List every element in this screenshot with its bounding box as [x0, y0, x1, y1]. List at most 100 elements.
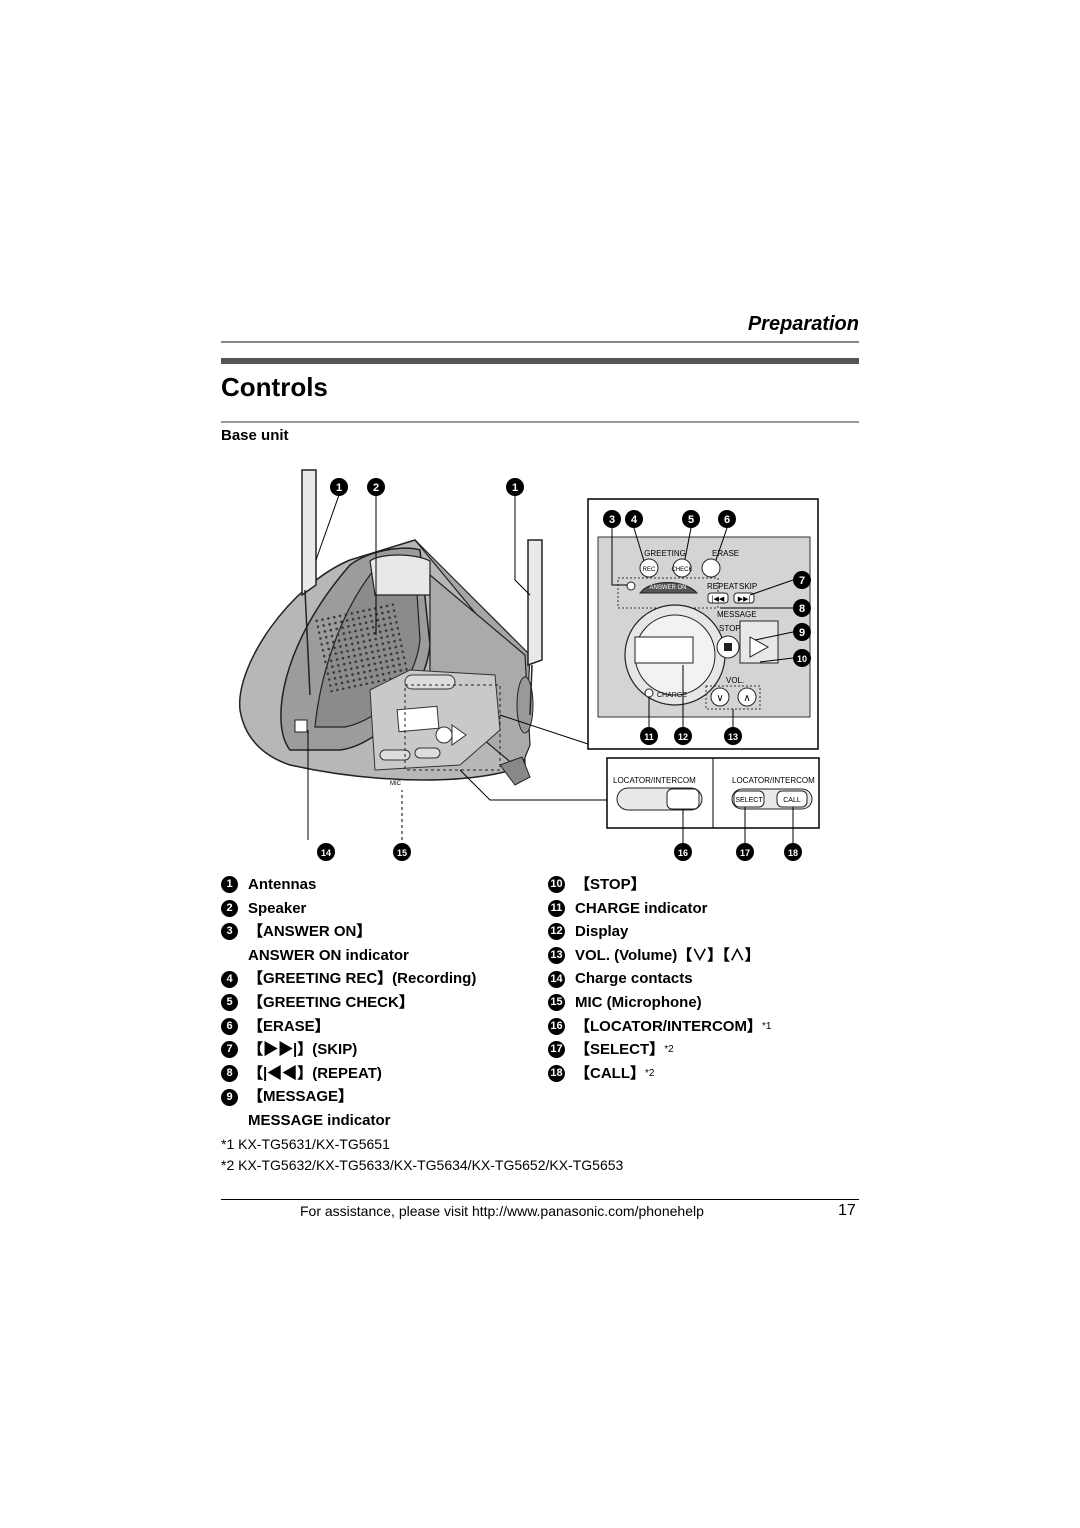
legend-item-greeting-rec: 4【GREETING REC】(Recording) [221, 967, 476, 991]
callout-4: 4 [625, 510, 643, 528]
svg-text:1: 1 [336, 482, 342, 494]
legend-item-select: 17【SELECT】*2 [548, 1038, 771, 1062]
display [634, 636, 694, 664]
svg-text:3: 3 [609, 514, 615, 526]
header-rule [221, 341, 859, 343]
callout-2: 2 [367, 478, 385, 496]
svg-text:11: 11 [644, 732, 654, 742]
section-header: Preparation [747, 313, 859, 335]
svg-text:8: 8 [799, 603, 805, 615]
vol-down-button [710, 687, 730, 707]
svg-text:16: 16 [678, 848, 688, 858]
assistance-text: For assistance, please visit http://www.… [300, 1203, 704, 1219]
callout-13: 13 [724, 727, 742, 745]
svg-text:|◀◀: |◀◀ [712, 596, 725, 603]
svg-text:∧: ∧ [743, 693, 750, 704]
phone-base-illustration [239, 539, 534, 786]
svg-text:17: 17 [740, 848, 750, 858]
footer-rule [221, 1199, 859, 1200]
callout-16: 16 [674, 843, 692, 861]
legend-item-answer-on-indicator: ANSWER ON indicator [248, 946, 409, 964]
svg-text:6: 6 [724, 514, 730, 526]
repeat-label: REPEAT [707, 582, 739, 591]
svg-text:5: 5 [688, 514, 694, 526]
svg-text:7: 7 [799, 575, 805, 587]
stop-label: STOP [719, 624, 741, 633]
legend-item-message-indicator: MESSAGE indicator [248, 1111, 391, 1129]
callout-6: 6 [718, 510, 736, 528]
callout-11: 11 [640, 727, 658, 745]
page-number: 17 [838, 1202, 856, 1219]
control-panel-inset: GREETING REC CHECK ERASE ANSWER ON REPEA… [587, 498, 819, 750]
answer-on-button [639, 582, 699, 594]
antennas [301, 469, 543, 716]
leader-lines [307, 494, 607, 840]
answer-on-label: ANSWER ON [649, 585, 686, 591]
message-label: MESSAGE [717, 610, 757, 619]
legend-item-locator-intercom: 16【LOCATOR/INTERCOM】*1 [548, 1015, 771, 1039]
erase-label: ERASE [712, 549, 739, 558]
callout-5: 5 [682, 510, 700, 528]
legend-item-repeat: 8【|◀◀】(REPEAT) [221, 1062, 476, 1086]
footnote-2: *2 KX-TG5632/KX-TG5633/KX-TG5634/KX-TG56… [221, 1157, 624, 1173]
message-button [749, 636, 770, 658]
callout-12: 12 [674, 727, 692, 745]
svg-text:9: 9 [799, 627, 805, 639]
charge-label: CHARGE [657, 692, 687, 699]
footnote-1: *1 KX-TG5631/KX-TG5651 [221, 1136, 390, 1152]
legend-item-message: 9【MESSAGE】 [221, 1085, 476, 1109]
callout-18: 18 [784, 843, 802, 861]
footnotes: *1 KX-TG5631/KX-TG5651 *2 KX-TG5632/KX-T… [221, 1134, 623, 1176]
svg-text:12: 12 [678, 732, 688, 742]
locator-intercom-inset: LOCATOR/INTERCOM LOCATOR/INTERCOM SELECT… [606, 757, 820, 843]
callout-8: 8 [793, 599, 811, 617]
vol-up-button [737, 687, 757, 707]
callout-1a: 1 [330, 478, 348, 496]
call-label: CALL [783, 797, 801, 804]
skip-label: SKIP [739, 582, 757, 591]
title-underline [221, 421, 859, 423]
legend-item-answer-on: 3【ANSWER ON】 [221, 920, 476, 944]
svg-text:15: 15 [397, 848, 407, 858]
callout-17: 17 [736, 843, 754, 861]
callout-numbers: 1 2 1 3 4 5 6 7 8 9 10 11 12 13 14 15 16… [317, 478, 811, 861]
legend-item-erase: 6【ERASE】 [221, 1015, 476, 1039]
svg-text:2: 2 [373, 482, 379, 494]
title-bar [221, 358, 859, 364]
rec-label: REC [643, 567, 656, 573]
callout-3: 3 [603, 510, 621, 528]
callout-7: 7 [793, 571, 811, 589]
svg-text:18: 18 [788, 848, 798, 858]
legend-item-greeting-check: 5【GREETING CHECK】 [221, 991, 476, 1015]
callout-15: 15 [393, 843, 411, 861]
vol-label: VOL. [726, 676, 744, 685]
base-unit-diagram: GREETING REC CHECK ERASE ANSWER ON REPEA… [239, 469, 820, 861]
subsection-title: Base unit [221, 427, 289, 444]
select-button [733, 790, 765, 808]
locator-intercom-label-1: LOCATOR/INTERCOM [613, 776, 696, 785]
legend-item-call: 18【CALL】*2 [548, 1062, 771, 1086]
svg-text:∨: ∨ [716, 693, 723, 704]
callout-14: 14 [317, 843, 335, 861]
callout-9: 9 [793, 623, 811, 641]
legend-item-skip: 7【▶▶|】(SKIP) [221, 1038, 476, 1062]
greeting-check-button [672, 558, 692, 578]
answer-on-indicator [626, 581, 636, 591]
greeting-rec-button [639, 558, 659, 578]
check-label: CHECK [671, 567, 692, 573]
erase-button [701, 558, 721, 578]
charge-indicator [644, 688, 654, 698]
svg-text:▶▶|: ▶▶| [738, 596, 751, 603]
greeting-label: GREETING [644, 549, 686, 558]
call-button [776, 790, 808, 808]
svg-text:4: 4 [631, 514, 638, 526]
